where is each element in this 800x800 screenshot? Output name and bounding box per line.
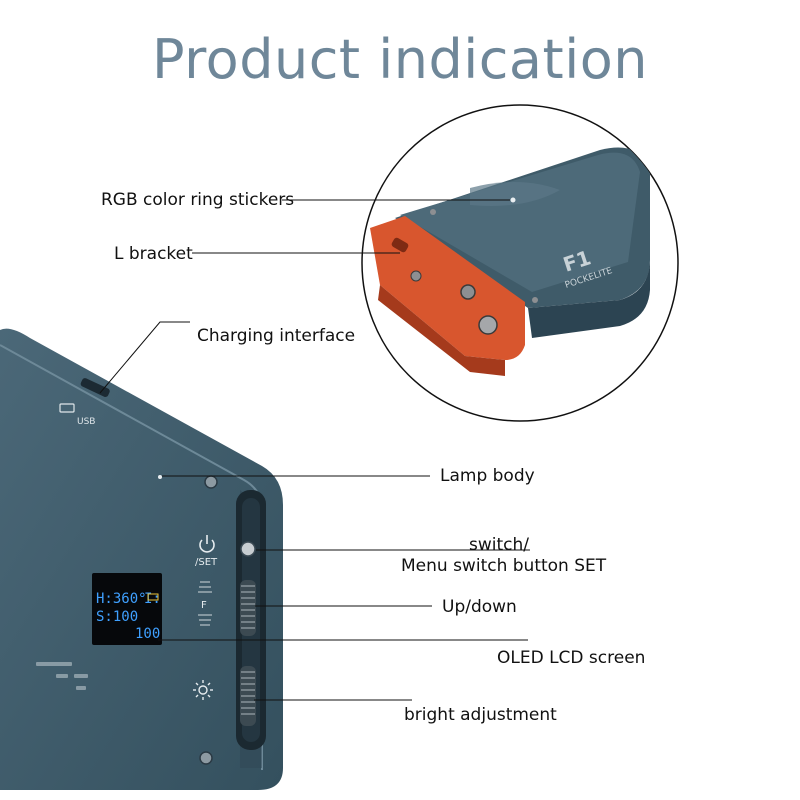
brightness-wheel[interactable] — [240, 666, 256, 726]
usb-icon — [59, 403, 75, 413]
callout-updown: Up/down — [442, 597, 517, 617]
callout-lamp: Lamp body — [440, 466, 535, 486]
spec-print — [36, 662, 88, 690]
screen-line2-right: 100 — [135, 626, 160, 642]
callout-oled: OLED LCD screen — [497, 648, 646, 668]
callout-charging: Charging interface — [197, 326, 356, 346]
sun-icon — [193, 680, 213, 700]
screen-line1-left: H:360° — [96, 591, 147, 607]
screw — [204, 475, 218, 489]
page-title: Product indication — [152, 28, 648, 91]
up-down-marks — [198, 581, 212, 626]
zoom-detail: F1 POCKELITE — [361, 104, 679, 422]
f-label: F — [201, 600, 207, 611]
set-button[interactable] — [240, 541, 256, 557]
up-down-wheel[interactable] — [240, 580, 256, 636]
power-icon — [199, 535, 215, 553]
screw — [199, 751, 213, 765]
usb-port[interactable] — [80, 377, 111, 398]
callout-lines — [99, 199, 530, 701]
callout-bracket: L bracket — [114, 244, 193, 264]
callout-rgb: RGB color ring stickers — [101, 190, 295, 210]
oled-screen: H:360° I: S:100 100 — [92, 573, 162, 645]
usb-label: USB — [77, 417, 95, 427]
set-label: /SET — [195, 557, 218, 568]
screen-line2-left: S:100 — [96, 609, 138, 625]
callout-bright: bright adjustment — [404, 705, 557, 725]
callout-switch-line1: switch/ — [469, 535, 529, 555]
callout-switch-line2: Menu switch button SET — [401, 556, 607, 576]
